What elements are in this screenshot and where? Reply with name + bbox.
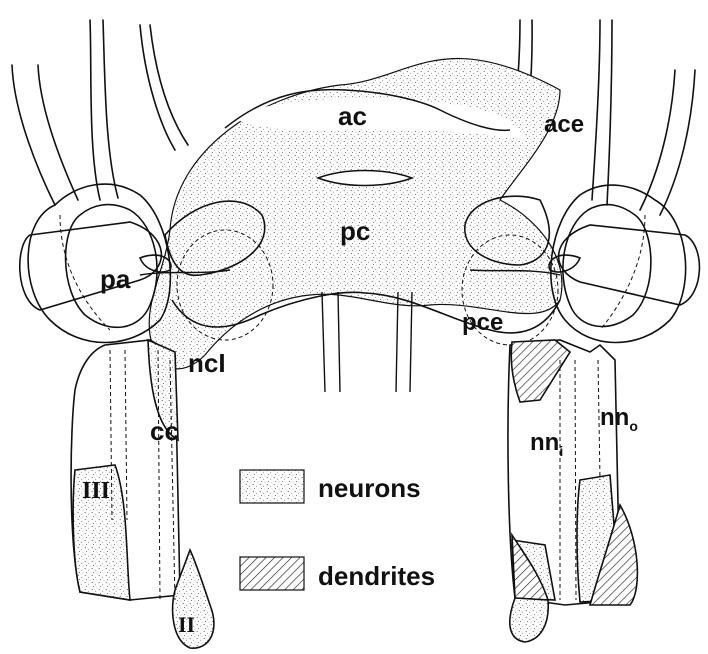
right-eye-loop-outer	[551, 185, 686, 342]
legend-neurons-swatch	[240, 470, 304, 503]
label-pa: pa	[100, 264, 131, 294]
right-eye-loop-inner	[563, 205, 651, 327]
nerve-left-top-2	[150, 25, 188, 145]
legend-neurons-label: neurons	[318, 473, 421, 503]
nerve-right-mid-2	[607, 20, 612, 205]
nerve-left-top	[140, 25, 175, 150]
pa-cone	[20, 222, 162, 310]
right-tail	[510, 598, 548, 642]
label-pce: pce	[462, 309, 503, 336]
label-ace: ace	[544, 111, 584, 138]
label-nn-o: nno	[600, 404, 638, 434]
nerve-right-outer-2	[660, 70, 695, 215]
label-nn-i: nni	[530, 429, 563, 459]
nerve-right-outer	[640, 70, 675, 210]
legend-dendrites-swatch	[240, 557, 304, 590]
label-ncl: ncI	[188, 348, 226, 378]
label-II: II	[178, 612, 195, 637]
nerve-left-branch-1	[90, 20, 100, 200]
label-pc: pc	[340, 216, 370, 246]
center-line-3	[396, 292, 398, 392]
label-cc: cc	[150, 416, 179, 446]
label-ac: ac	[338, 101, 367, 131]
right-cone	[559, 225, 700, 305]
nerve-right-mid	[592, 20, 600, 200]
nerve-left-outer	[12, 65, 55, 205]
center-line-4	[410, 292, 412, 392]
nerve-left-branch-2	[103, 20, 118, 198]
center-line-1	[322, 292, 325, 392]
legend-dendrites-label: dendrites	[318, 561, 435, 591]
center-line-2	[338, 292, 340, 392]
label-III: III	[82, 478, 110, 504]
right-dashed-path	[600, 215, 645, 330]
